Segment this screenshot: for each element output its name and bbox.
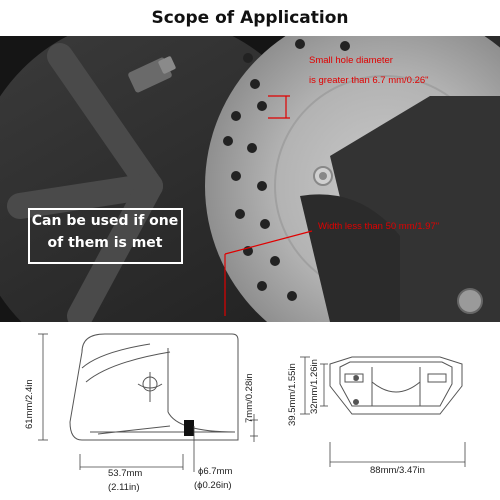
rim-spokes [7,43,163,322]
lock-drawings [38,333,466,472]
lock-length-mm: 53.7mm [108,468,143,479]
callout-box [28,208,183,264]
pin-diameter-mm: ϕ6.7mm [198,466,233,477]
side-outer-height-label: 39.5mm/1.55in [287,363,298,426]
brake-disc-illustration [0,36,500,322]
callout-text: Can be used if one of them is met [25,210,185,264]
dimension-diagrams: 61mm/2.4in 7mm/0.28in 53.7mm (2.11in) ϕ6… [0,322,500,500]
disc-holes [223,39,350,301]
lock-pin [184,420,194,436]
side-bolt-holes [350,375,359,405]
tire-valve [128,56,176,93]
lock-height-label: 61mm/2.4in [24,379,35,429]
pin-diameter-in: (ϕ0.26in) [194,480,232,491]
page-title: Scope of Application [151,8,349,28]
front-dimension-lines [38,333,258,472]
side-inner-height-label: 32mm/1.26in [309,359,320,414]
side-width-label: 88mm/3.47in [370,465,425,476]
width-measure-mark [224,230,313,316]
hole-diameter-label: Small hole diameter [309,55,393,66]
hole-measure-mark [268,95,290,119]
side-dimension-lines [300,356,466,467]
width-label: Width less than 50 mm/1.97" [318,221,440,232]
pin-height-label: 7mm/0.28in [244,373,255,423]
callout-line-2: of them is met [47,235,163,251]
lock-side-view [329,356,463,415]
product-photo [0,36,500,322]
callout-line-1: Can be used if one [31,213,179,229]
hole-diameter-value: is greater than 6.7 mm/0.26" [309,75,429,86]
lock-length-in: (2.11in) [108,482,140,493]
lock-front-view [69,333,239,441]
axle-bolt [457,288,483,314]
